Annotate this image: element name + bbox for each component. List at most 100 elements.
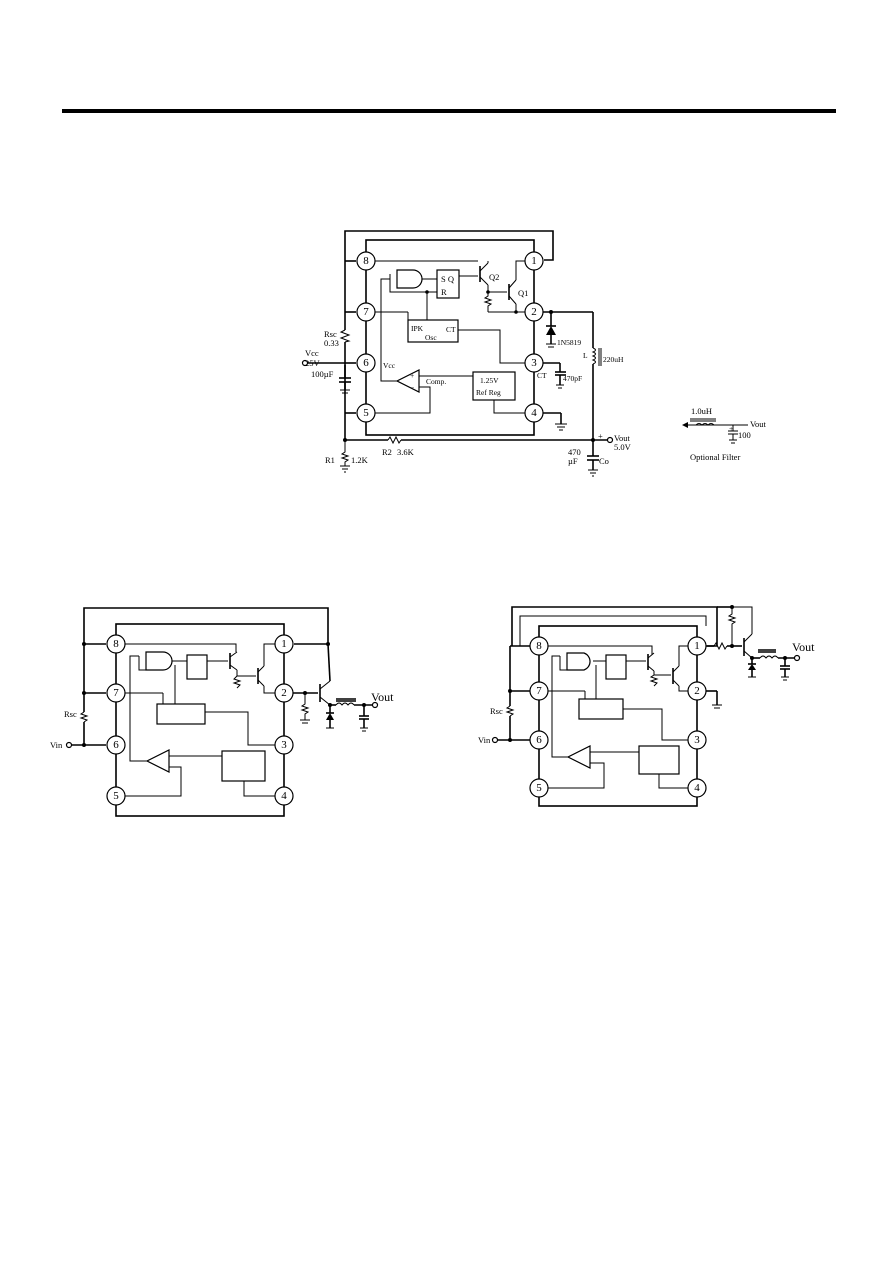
fig1-vcc-terminal bbox=[301, 359, 309, 367]
filter-inductor-value: 1.0uH bbox=[691, 406, 712, 416]
fig1-oscillator-block bbox=[407, 319, 459, 343]
fig2-external-npn-switch: Rsc Vin 8 1 7 2 6 3 5 4 bbox=[50, 607, 394, 817]
fig2-ic-outline bbox=[115, 623, 285, 817]
fig1-q2-label: Q2 bbox=[489, 272, 499, 282]
fig2-vin-terminal bbox=[65, 741, 73, 749]
fig1-r1-resistor bbox=[340, 440, 350, 466]
fig1-schottky-diode bbox=[546, 326, 556, 335]
fig2-pin-6 bbox=[106, 735, 126, 755]
fig3-external-pnp-switch: Rsc Vin 8 1 7 2 6 3 5 4 bbox=[478, 605, 815, 807]
fig3-vin-label: Vin bbox=[478, 735, 491, 745]
fig1-pin-6-label: 6 bbox=[363, 357, 369, 369]
fig3-rsc-label: Rsc bbox=[490, 706, 503, 716]
fig1-and-gate bbox=[396, 269, 423, 289]
fig1-step-down-converter: 8 1 7 2 6 3 5 4 S Q R Q2 Q1 bbox=[301, 230, 632, 477]
fig3-inductor bbox=[759, 655, 779, 659]
fig1-ic-outline bbox=[365, 239, 535, 436]
fig3-pin-5-label: 5 bbox=[536, 782, 542, 794]
fig1-pin-1-label: 1 bbox=[531, 255, 537, 267]
fig2-reference-block bbox=[221, 750, 266, 782]
fig2-pin-3-label: 3 bbox=[281, 739, 287, 751]
fig3-pin-1-label: 1 bbox=[694, 640, 700, 652]
fig1-ref-voltage-label: 1.25V bbox=[480, 376, 499, 385]
fig2-vin-label: Vin bbox=[50, 740, 63, 750]
fig2-latch bbox=[186, 654, 208, 680]
fig1-co-value: 470 bbox=[568, 447, 581, 457]
filter-cap-value: 100 bbox=[738, 430, 751, 440]
fig1-l-value: 220uH bbox=[603, 355, 624, 364]
fig3-pin-2-label: 2 bbox=[694, 685, 700, 697]
fig3-latch bbox=[605, 654, 627, 680]
fig1-r1-value: 1.2K bbox=[351, 455, 369, 465]
fig1-sr-latch bbox=[436, 269, 460, 299]
fig2-pin-7-label: 7 bbox=[113, 687, 119, 699]
fig3-pin-7-label: 7 bbox=[536, 685, 542, 697]
fig1-pin-3-label: 3 bbox=[531, 357, 537, 369]
fig1-pin-7-label: 7 bbox=[363, 306, 369, 318]
fig1-rsc-value: 0.33 bbox=[324, 338, 339, 348]
fig2-rsc-resistor bbox=[79, 711, 89, 723]
fig3-and-gate bbox=[566, 652, 591, 671]
fig1-input-cap-value: 100µF bbox=[311, 369, 334, 379]
fig1-rsc-label: Rsc bbox=[324, 329, 337, 339]
fig1-vcc-inner-label: Vcc bbox=[383, 361, 396, 370]
fig3-comparator bbox=[566, 745, 591, 769]
fig1-pin-6 bbox=[356, 353, 376, 373]
fig3-vout-label: Vout bbox=[792, 640, 815, 654]
fig2-pin-2-label: 2 bbox=[281, 687, 287, 699]
fig1-q1-label: Q1 bbox=[518, 288, 528, 298]
svg-text:−: − bbox=[410, 383, 414, 392]
fig2-pin-8-label: 8 bbox=[113, 638, 119, 650]
fig3-pin-6 bbox=[529, 730, 549, 750]
filter-plus: + bbox=[729, 424, 733, 433]
fig1-ref-reg-label: Ref Reg bbox=[476, 388, 501, 397]
fig3-ic-outline bbox=[538, 625, 698, 807]
fig3-pin-6-label: 6 bbox=[536, 734, 542, 746]
filter-inductor bbox=[695, 423, 715, 426]
fig2-and-gate bbox=[145, 651, 173, 671]
fig1-r2-resistor bbox=[387, 435, 402, 445]
fig1-pin-2-label: 2 bbox=[531, 306, 537, 318]
fig2-rsc-label: Rsc bbox=[64, 709, 77, 719]
fig2-pin-6-label: 6 bbox=[113, 739, 119, 751]
fig1-ct-value: 470pF bbox=[563, 374, 582, 383]
fig1-top-loop bbox=[344, 230, 554, 261]
fig3-oscillator-block bbox=[578, 698, 624, 720]
fig1-vout-terminal bbox=[606, 436, 614, 444]
fig1-co-label: Co bbox=[599, 456, 609, 466]
fig2-pin-5-label: 5 bbox=[113, 790, 119, 802]
fig1-diode-label: 1N5819 bbox=[557, 338, 581, 347]
fig1-ct-label: CT bbox=[537, 371, 547, 380]
fig2-oscillator-block bbox=[156, 703, 206, 725]
fig1-ipk-label: IPK bbox=[411, 324, 424, 333]
fig1-vout-plus: + bbox=[598, 431, 603, 441]
fig1-r1-label: R1 bbox=[325, 455, 335, 465]
optional-filter: 1.0uH Vout + 100 Optional Filter bbox=[682, 406, 767, 462]
fig1-inductor bbox=[591, 347, 596, 365]
fig3-pin-3-label: 3 bbox=[694, 734, 700, 746]
fig1-pin-8-label: 8 bbox=[363, 255, 369, 267]
fig1-co-unit: µF bbox=[568, 456, 578, 466]
fig1-osc-ct-label: CT bbox=[446, 325, 456, 334]
fig2-inductor bbox=[335, 702, 355, 706]
fig3-vin-terminal bbox=[491, 736, 499, 744]
fig2-comparator bbox=[145, 749, 170, 773]
fig2-pin-4-label: 4 bbox=[281, 790, 287, 802]
fig1-r2-value: 3.6K bbox=[397, 447, 415, 457]
top-rule bbox=[62, 109, 836, 113]
fig1-latch-r: R bbox=[441, 287, 447, 297]
fig1-pin-5-label: 5 bbox=[363, 407, 369, 419]
fig3-rsc-resistor bbox=[505, 705, 515, 717]
fig1-osc-label: Osc bbox=[425, 333, 437, 342]
fig1-comparator bbox=[395, 369, 420, 393]
svg-text:+: + bbox=[410, 371, 414, 380]
fig1-vout-label: Vout bbox=[614, 433, 631, 443]
fig1-l-label: L bbox=[583, 351, 588, 360]
fig3-pin-8-label: 8 bbox=[536, 640, 542, 652]
fig1-comp-label: Comp. bbox=[426, 377, 446, 386]
fig1-vout-voltage: 5.0V bbox=[614, 442, 632, 452]
fig1-vcc-label: Vcc bbox=[305, 348, 319, 358]
fig2-pin-1-label: 1 bbox=[281, 638, 287, 650]
fig1-r2-label: R2 bbox=[382, 447, 392, 457]
